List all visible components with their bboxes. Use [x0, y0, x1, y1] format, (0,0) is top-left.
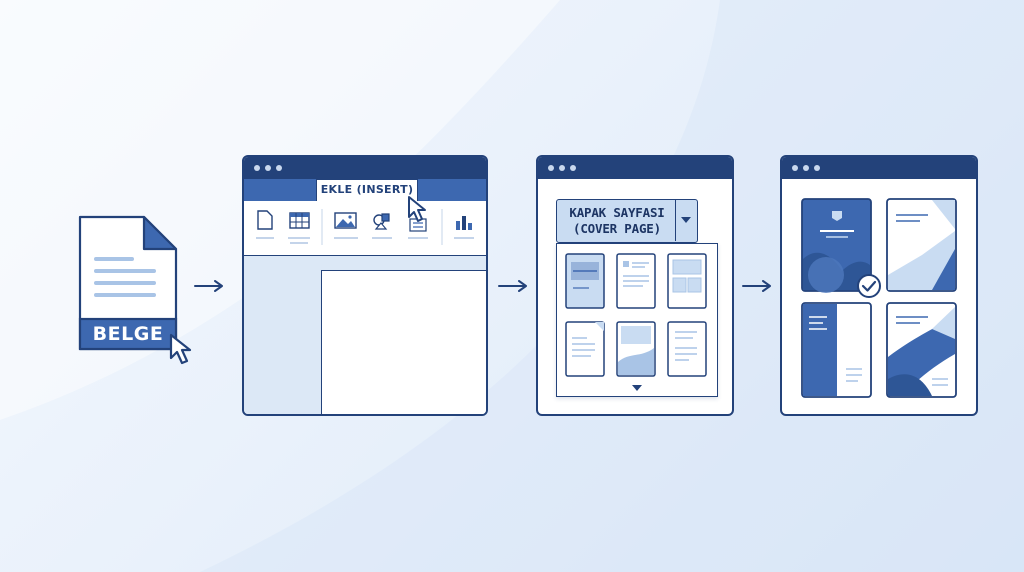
cover-page-button[interactable]: KAPAK SAYFASI (COVER PAGE) [556, 199, 698, 243]
file-icon [256, 210, 274, 239]
document-label: BELGE [92, 323, 164, 345]
window-titlebar [782, 157, 976, 179]
dropdown-icon [681, 217, 691, 223]
checkmark-icon [857, 274, 881, 298]
window-titlebar [538, 157, 732, 179]
cover-thumbnail[interactable] [667, 321, 707, 377]
document-area [244, 256, 486, 414]
window-dot [276, 165, 282, 171]
table-icon [288, 212, 310, 244]
dropdown-button[interactable] [675, 200, 697, 241]
window-dot [792, 165, 798, 171]
result-window [780, 155, 978, 416]
cover-design[interactable] [886, 198, 957, 292]
window-titlebar [244, 157, 486, 179]
window-dot [814, 165, 820, 171]
cover-page-label-line1: KAPAK SAYFASI [569, 205, 665, 220]
cursor-icon [408, 196, 426, 222]
ribbon-icons [256, 209, 474, 245]
picture-icon [334, 212, 358, 239]
document-icon [78, 215, 178, 351]
ribbon-toolbar [244, 201, 486, 256]
arrow-right-icon [194, 280, 223, 292]
window-dot [548, 165, 554, 171]
cover-design[interactable] [886, 302, 957, 398]
arrow-right-icon [498, 280, 527, 292]
cursor-icon [169, 333, 192, 365]
window-dot [570, 165, 576, 171]
gallery-thumbnails [565, 253, 707, 391]
window-dot [265, 165, 271, 171]
cover-thumbnail[interactable] [616, 253, 656, 309]
cover-design[interactable] [801, 302, 872, 398]
cover-thumbnail[interactable] [667, 253, 707, 309]
window-dot [254, 165, 260, 171]
cover-thumbnail[interactable] [565, 321, 605, 377]
gallery-scroll-down-icon [632, 385, 642, 391]
cover-designs [801, 198, 957, 398]
insert-window: EKLE (INSERT) [242, 155, 488, 416]
cover-page-label: KAPAK SAYFASI (COVER PAGE) [557, 205, 677, 237]
arrow-right-icon [742, 280, 771, 292]
window-dot [559, 165, 565, 171]
window-dot [803, 165, 809, 171]
smartart-icon [408, 218, 428, 239]
cover-gallery [556, 243, 718, 397]
cover-page-window: KAPAK SAYFASI (COVER PAGE) [536, 155, 734, 416]
shapes-icon [372, 213, 392, 239]
tab-insert[interactable]: EKLE (INSERT) [316, 179, 418, 201]
chart-icon [454, 216, 474, 239]
page-preview [321, 270, 486, 414]
cover-thumbnail[interactable] [616, 321, 656, 377]
cover-page-label-line2: (COVER PAGE) [573, 221, 661, 236]
cover-thumbnail[interactable] [565, 253, 605, 309]
cover-design-selected[interactable] [801, 198, 872, 293]
document-step[interactable]: BELGE [78, 215, 192, 365]
